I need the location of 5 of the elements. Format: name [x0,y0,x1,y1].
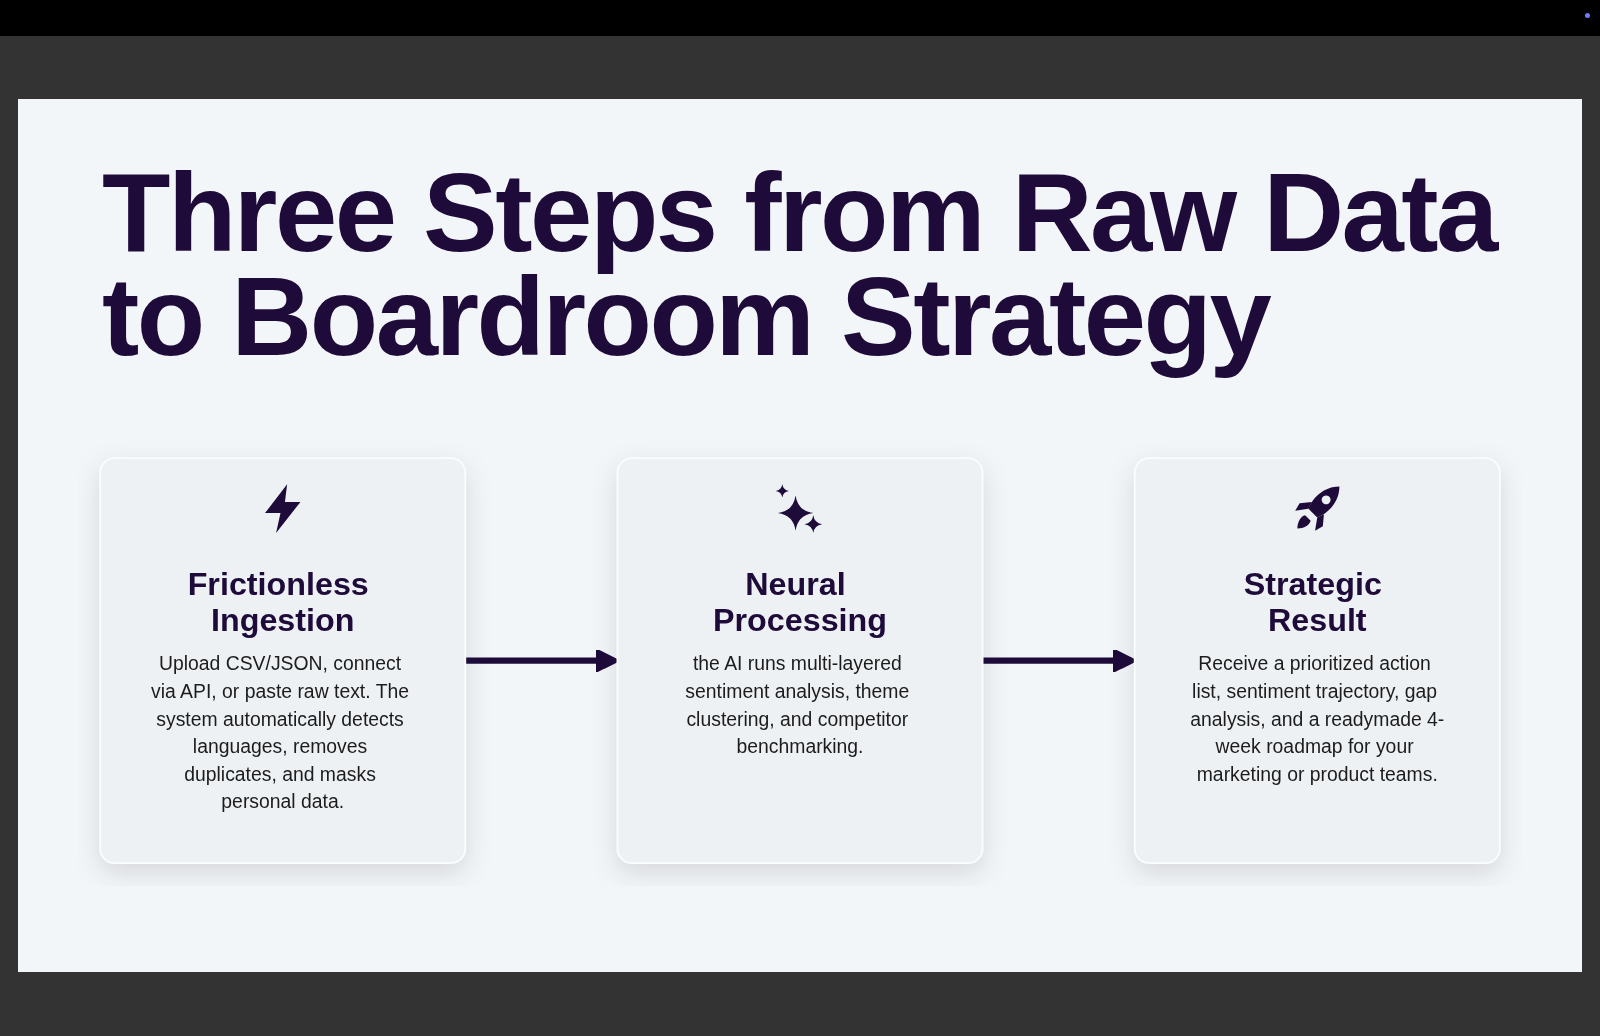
node-box [616,457,984,865]
node-box [99,457,467,865]
title-heading: Three Steps from Raw Data to Boardroom Strategy [102,161,1499,381]
node-box [1133,457,1501,865]
slide-panel: Three Steps from Raw Data to Boardroom Strategy Frictionless Ingestion Upload CSV/JSON, connect via API, or paste raw text. The system automatically detects languages, removes duplicates, and masks personal data. Neural Processing the AI runs multi-layered sentiment analysis, theme clustering, and competitor benchmarking. Strategic Result Receive a prioritized action list, sentiment trajectory, gap analysis, and a readymade 4-week roadmap for your marketing or product teams. [18,99,1582,972]
